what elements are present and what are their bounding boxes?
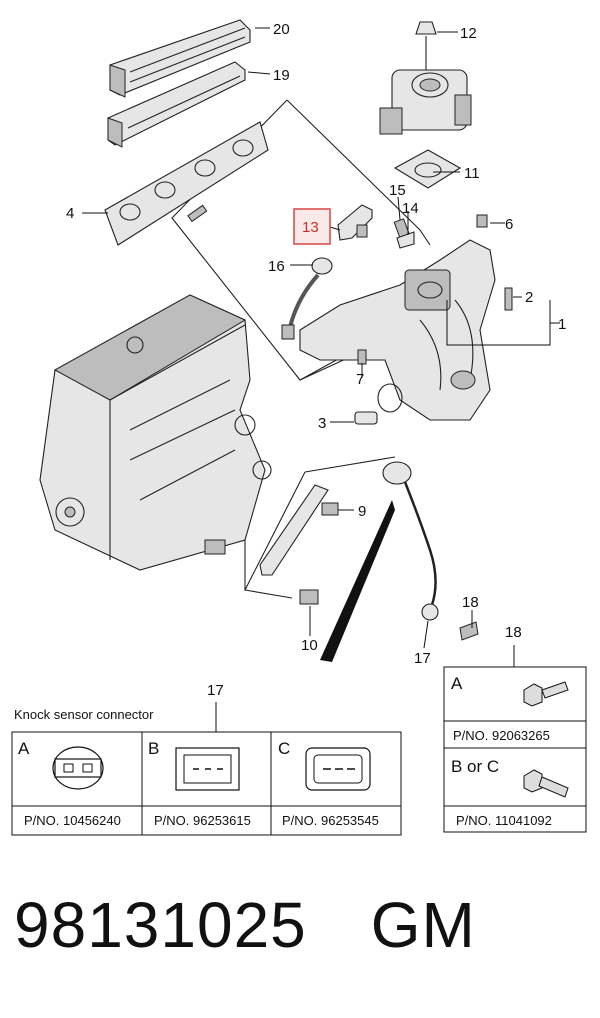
connector-a-icon (52, 746, 104, 790)
parts-diagram: 20 19 4 12 11 15 14 6 2 1 13 16 7 3 9 10… (11, 19, 587, 836)
manifold-gasket-part (104, 121, 269, 246)
small-parts (354, 214, 513, 425)
valve-cover-gasket-part (107, 61, 246, 148)
knock-table-number: 17 (207, 682, 224, 699)
callout-15: 15 (389, 182, 406, 199)
footer: 98131025 GM (14, 888, 476, 962)
bolt-variant-b: B or C (451, 757, 499, 776)
valve-cover-part (109, 19, 251, 98)
bolt-a-icon (523, 681, 569, 707)
connector-b-icon (175, 747, 240, 791)
callout-20: 20 (273, 21, 290, 38)
brand-name: GM (370, 889, 476, 961)
callout-18: 18 (462, 594, 479, 611)
callout-4: 4 (66, 205, 74, 222)
callout-10: 10 (301, 637, 318, 654)
callout-3: 3 (318, 415, 326, 432)
callout-12: 12 (460, 25, 477, 42)
engine-block-part (39, 294, 272, 571)
callout-19: 19 (273, 67, 290, 84)
knock-sensor-part (382, 461, 479, 641)
sensor-13-part (337, 204, 373, 241)
knock-pno-b: P/NO. 96253615 (154, 813, 251, 828)
bolt-pno-b: P/NO. 11041092 (456, 813, 552, 828)
part-number: 98131025 (14, 889, 307, 961)
highlight-13: 13 (293, 208, 331, 245)
knock-table-title: Knock sensor connector (14, 707, 154, 722)
throttle-gasket-part (393, 149, 462, 189)
callout-14: 14 (402, 200, 419, 217)
bolt-pno-a: P/NO. 92063265 (453, 728, 550, 743)
pointer-wedge (320, 500, 395, 662)
bolt-table: 18 A P/NO. 92063265 B or C P/NO. 1104109… (443, 624, 587, 833)
knock-sensor-table: 17 Knock sensor connector A B C (11, 682, 402, 836)
knock-variant-c: C (278, 739, 290, 758)
callout-6: 6 (505, 216, 513, 233)
callout-17: 17 (414, 650, 431, 667)
knock-pno-c: P/NO. 96253545 (282, 813, 379, 828)
callout-1: 1 (558, 316, 566, 333)
knock-variant-a: A (18, 739, 30, 758)
connector-c-icon (305, 747, 371, 791)
callout-2: 2 (525, 289, 533, 306)
intake-manifold-part (299, 239, 496, 421)
bolt-b-icon (523, 769, 569, 798)
callout-7: 7 (356, 371, 364, 388)
bracket-part (259, 484, 339, 605)
callout-11: 11 (464, 165, 480, 182)
knock-variant-b: B (148, 739, 159, 758)
callout-13: 13 (302, 219, 319, 236)
callout-9: 9 (358, 503, 366, 520)
knock-pno-a: P/NO. 10456240 (24, 813, 121, 828)
leader-lines (82, 27, 560, 649)
hose-16-part (281, 257, 333, 340)
throttle-body-part (379, 21, 472, 135)
callout-16: 16 (268, 258, 285, 275)
bolt-table-number: 18 (505, 624, 522, 641)
bolt-variant-a: A (451, 674, 463, 693)
